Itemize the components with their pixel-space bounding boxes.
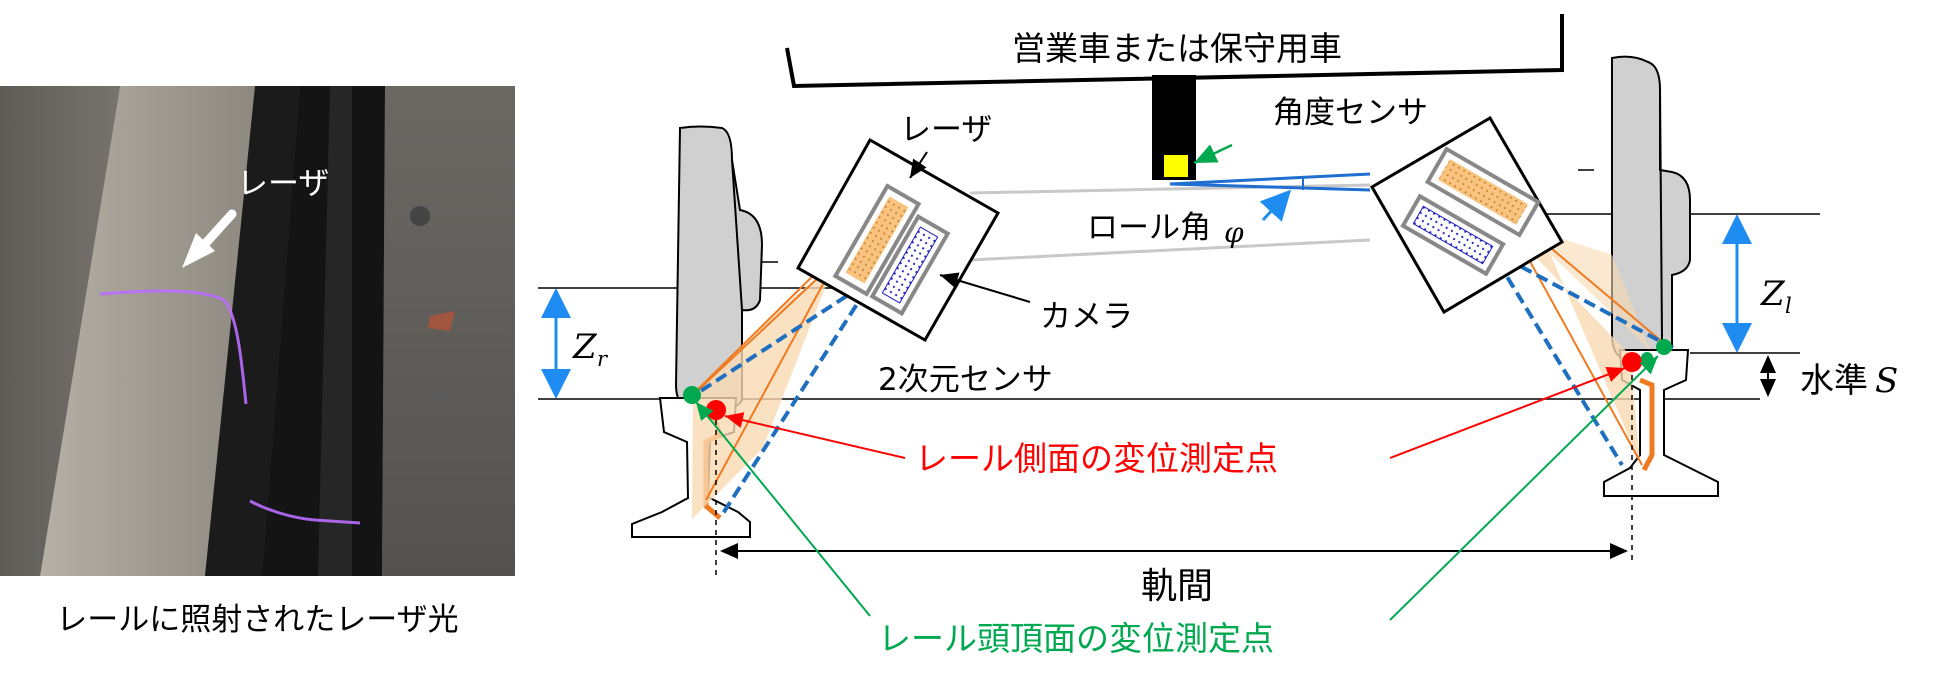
roll-angle-symbol: φ xyxy=(1224,216,1244,249)
rail-laser-photo: レーザ xyxy=(0,86,515,576)
rail-top-annotation: レール頭頂面の変位測定点 xyxy=(695,355,1659,658)
left-sensor-box: レーザ カメラ 2次元センサ xyxy=(795,112,1133,398)
vehicle-label: 営業車または保守用車 xyxy=(1012,29,1342,68)
right-top-point-a xyxy=(1656,339,1672,355)
level-symbol: S xyxy=(1875,361,1898,401)
right-wheel xyxy=(1578,55,1691,362)
angle-sensor-label: 角度センサ xyxy=(1273,95,1428,131)
zr-label: Z xyxy=(572,327,598,367)
gauge-dimension: 軌間 xyxy=(715,375,1633,607)
gauge-label: 軌間 xyxy=(1141,566,1213,607)
zl-subscript: l xyxy=(1785,294,1792,318)
roll-angle: ロール角 φ xyxy=(1087,172,1371,249)
right-rail xyxy=(1603,349,1719,497)
sensor2d-label: 2次元センサ xyxy=(878,362,1053,398)
camera-label: カメラ xyxy=(1040,299,1133,335)
zl-label: Z xyxy=(1760,274,1786,314)
level-dimension: 水準 S xyxy=(1760,355,1898,401)
roll-angle-label: ロール角 xyxy=(1087,210,1211,246)
zr-subscript: r xyxy=(597,347,609,371)
measurement-diagram: 営業車または保守用車 角度センサ ロール角 φ Z r Z l 水準 S xyxy=(538,14,1898,658)
rail-side-label: レール側面の変位測定点 xyxy=(915,439,1278,478)
left-top-point xyxy=(683,386,701,404)
level-label: 水準 xyxy=(1800,361,1868,401)
right-sensor-box xyxy=(1369,115,1565,315)
angle-sensor: 角度センサ xyxy=(1152,75,1428,180)
laser-label: レーザ xyxy=(900,112,992,148)
photo-image: レーザ xyxy=(0,86,515,576)
right-side-point xyxy=(1622,352,1642,372)
rail-top-label: レール頭頂面の変位測定点 xyxy=(878,619,1274,658)
zl-dimension: Z l xyxy=(1722,214,1792,353)
photo-laser-label: レーザ xyxy=(237,166,329,202)
rail-side-annotation: レール側面の変位測定点 xyxy=(724,366,1626,478)
zr-dimension: Z r xyxy=(541,288,609,399)
photo-caption: レールに照射されたレーザ光 xyxy=(56,602,459,638)
